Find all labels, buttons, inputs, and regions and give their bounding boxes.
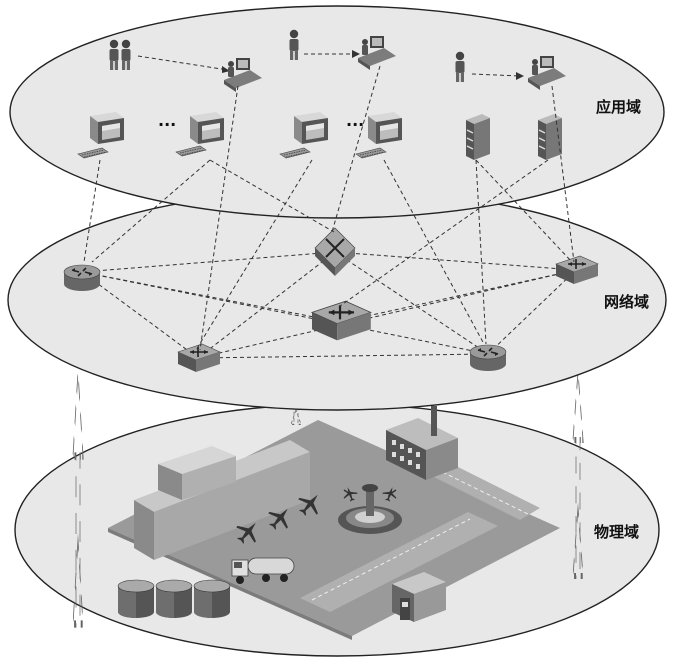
control-tower-icon xyxy=(338,484,402,534)
terminal-building xyxy=(134,440,310,560)
application-domain-ellipse xyxy=(9,5,665,219)
network-domain-ellipse xyxy=(7,189,667,411)
physical-domain-label: 物理域 xyxy=(594,523,639,541)
fuel-tank-icon xyxy=(193,579,231,619)
network-links xyxy=(81,251,577,359)
physical-domain-layer: 物理域 xyxy=(14,403,660,657)
building-icon xyxy=(386,406,458,480)
network-domain-label: 网络域 xyxy=(604,293,649,311)
fuel-tank-icon xyxy=(117,579,155,619)
application-domain-layer: ··· ··· 应用域 xyxy=(9,5,665,219)
cross-layer-links xyxy=(83,65,575,351)
computer-icon xyxy=(368,112,402,144)
computer-icon xyxy=(294,112,328,144)
ellipsis-mark: ··· xyxy=(158,115,176,134)
fuel-pump-icon xyxy=(392,572,446,622)
router-icon xyxy=(469,344,507,372)
router-icon xyxy=(63,264,101,292)
application-domain-label: 应用域 xyxy=(596,98,641,116)
network-domain-layer: 网络域 xyxy=(7,189,667,411)
ellipsis-mark: ··· xyxy=(346,115,364,134)
tanker-truck-icon xyxy=(231,557,295,584)
computer-icon xyxy=(90,112,124,144)
fuel-tank-icon xyxy=(155,579,193,619)
computer-icon xyxy=(190,112,224,144)
taxiway xyxy=(300,512,498,612)
server-icon xyxy=(465,113,491,161)
